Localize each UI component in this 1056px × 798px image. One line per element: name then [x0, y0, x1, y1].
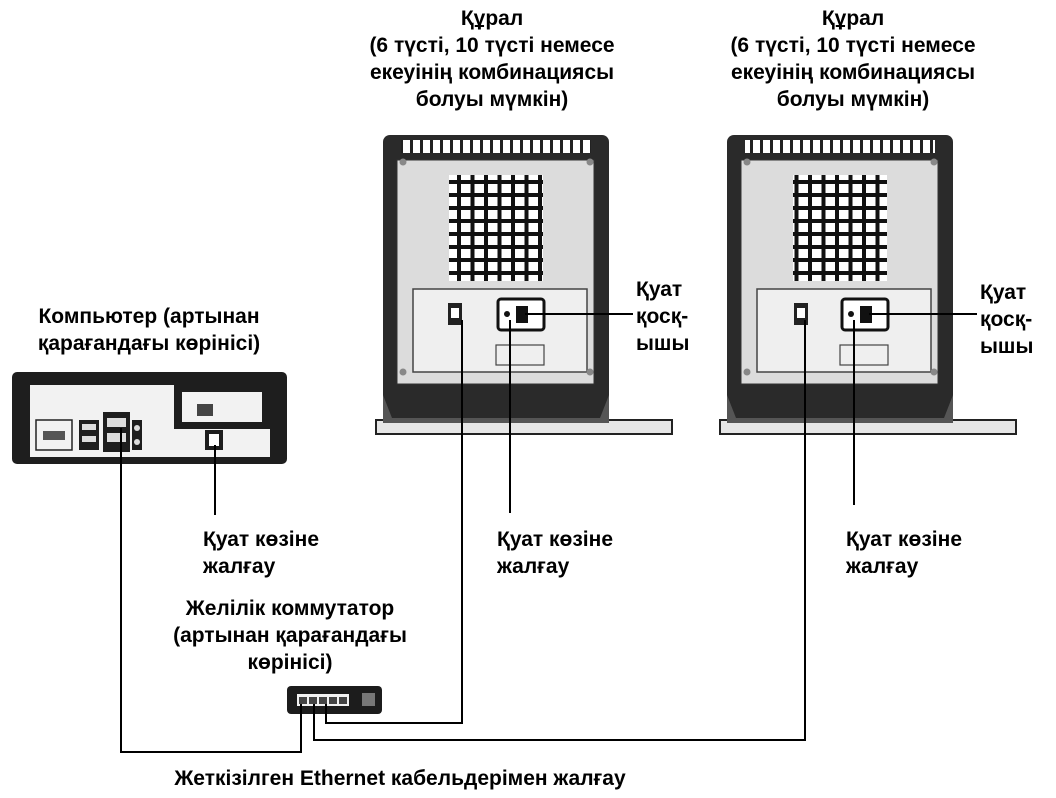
device-2-fan-grille — [793, 175, 887, 281]
switch-label-line: Желілік коммутатор — [185, 597, 395, 620]
power-leads — [214, 313, 977, 515]
cable-computer-to-switch — [120, 428, 302, 753]
computer-label-line: Компьютер (артынан — [38, 305, 260, 328]
device-2-subtitle-line: екеуінің комбинациясы — [730, 61, 976, 84]
device-1-subtitle-line: (6 түсті, 10 түсті немесе — [369, 34, 615, 57]
power-label-line: Қуат көзіне — [497, 528, 613, 551]
device-2-power-label: Қуат көзіне жалғау — [846, 526, 962, 580]
device-2-subtitle-line: болуы мүмкін) — [776, 88, 930, 111]
switch-label-line: қосқ- — [636, 305, 689, 328]
switch-label-line: көрінісі) — [247, 651, 333, 674]
device-1-power-label: Қуат көзіне жалғау — [497, 526, 613, 580]
computer-power-label: Қуат көзіне жалғау — [203, 526, 319, 580]
ethernet-cables — [120, 320, 806, 753]
switch-label-line: (артынан қарағандағы — [173, 624, 407, 647]
device-2-power-switch-label: Қуат қосқ- ышы — [980, 279, 1033, 360]
device-1-subtitle-line: екеуінің комбинациясы — [369, 61, 615, 84]
switch-label-line: ышы — [636, 332, 690, 355]
computer-rear-view — [12, 372, 287, 464]
device-1-subtitle-line: болуы мүмкін) — [415, 88, 569, 111]
switch-label-line: Қуат — [636, 278, 683, 301]
cable-device-1-to-switch — [325, 320, 463, 724]
power-label-line: жалғау — [846, 555, 919, 578]
switch-label-line: қосқ- — [980, 308, 1033, 331]
device-1-label: Құрал (6 түсті, 10 түсті немесе екеуінің… — [327, 5, 657, 113]
network-switch-rear-view — [287, 686, 382, 714]
device-1-power-switch-label: Қуат қосқ- ышы — [636, 276, 689, 357]
device-2-rear-view — [719, 135, 1017, 435]
power-label-line: жалғау — [203, 555, 276, 578]
switch-label-line: Қуат — [980, 281, 1027, 304]
switch-label-line: ышы — [980, 335, 1034, 358]
device-1-rear-view — [375, 135, 673, 435]
cable-device-2-to-switch — [313, 320, 806, 741]
device-1-fan-grille — [449, 175, 543, 281]
device-2-subtitle-line: (6 түсті, 10 түсті немесе — [730, 34, 976, 57]
device-2-title: Құрал — [821, 7, 885, 30]
device-1-title: Құрал — [460, 7, 524, 30]
power-label-line: Қуат көзіне — [846, 528, 962, 551]
network-switch-label: Желілік коммутатор (артынан қарағандағы … — [145, 595, 435, 676]
computer-label: Компьютер (артынан қарағандағы көрінісі) — [4, 303, 294, 357]
device-2-label: Құрал (6 түсті, 10 түсті немесе екеуінің… — [688, 5, 1018, 113]
power-label-line: Қуат көзіне — [203, 528, 319, 551]
computer-label-line: қарағандағы көрінісі) — [37, 332, 261, 355]
diagram-caption: Жеткізілген Ethernet кабельдерімен жалға… — [174, 767, 626, 790]
power-label-line: жалғау — [497, 555, 570, 578]
